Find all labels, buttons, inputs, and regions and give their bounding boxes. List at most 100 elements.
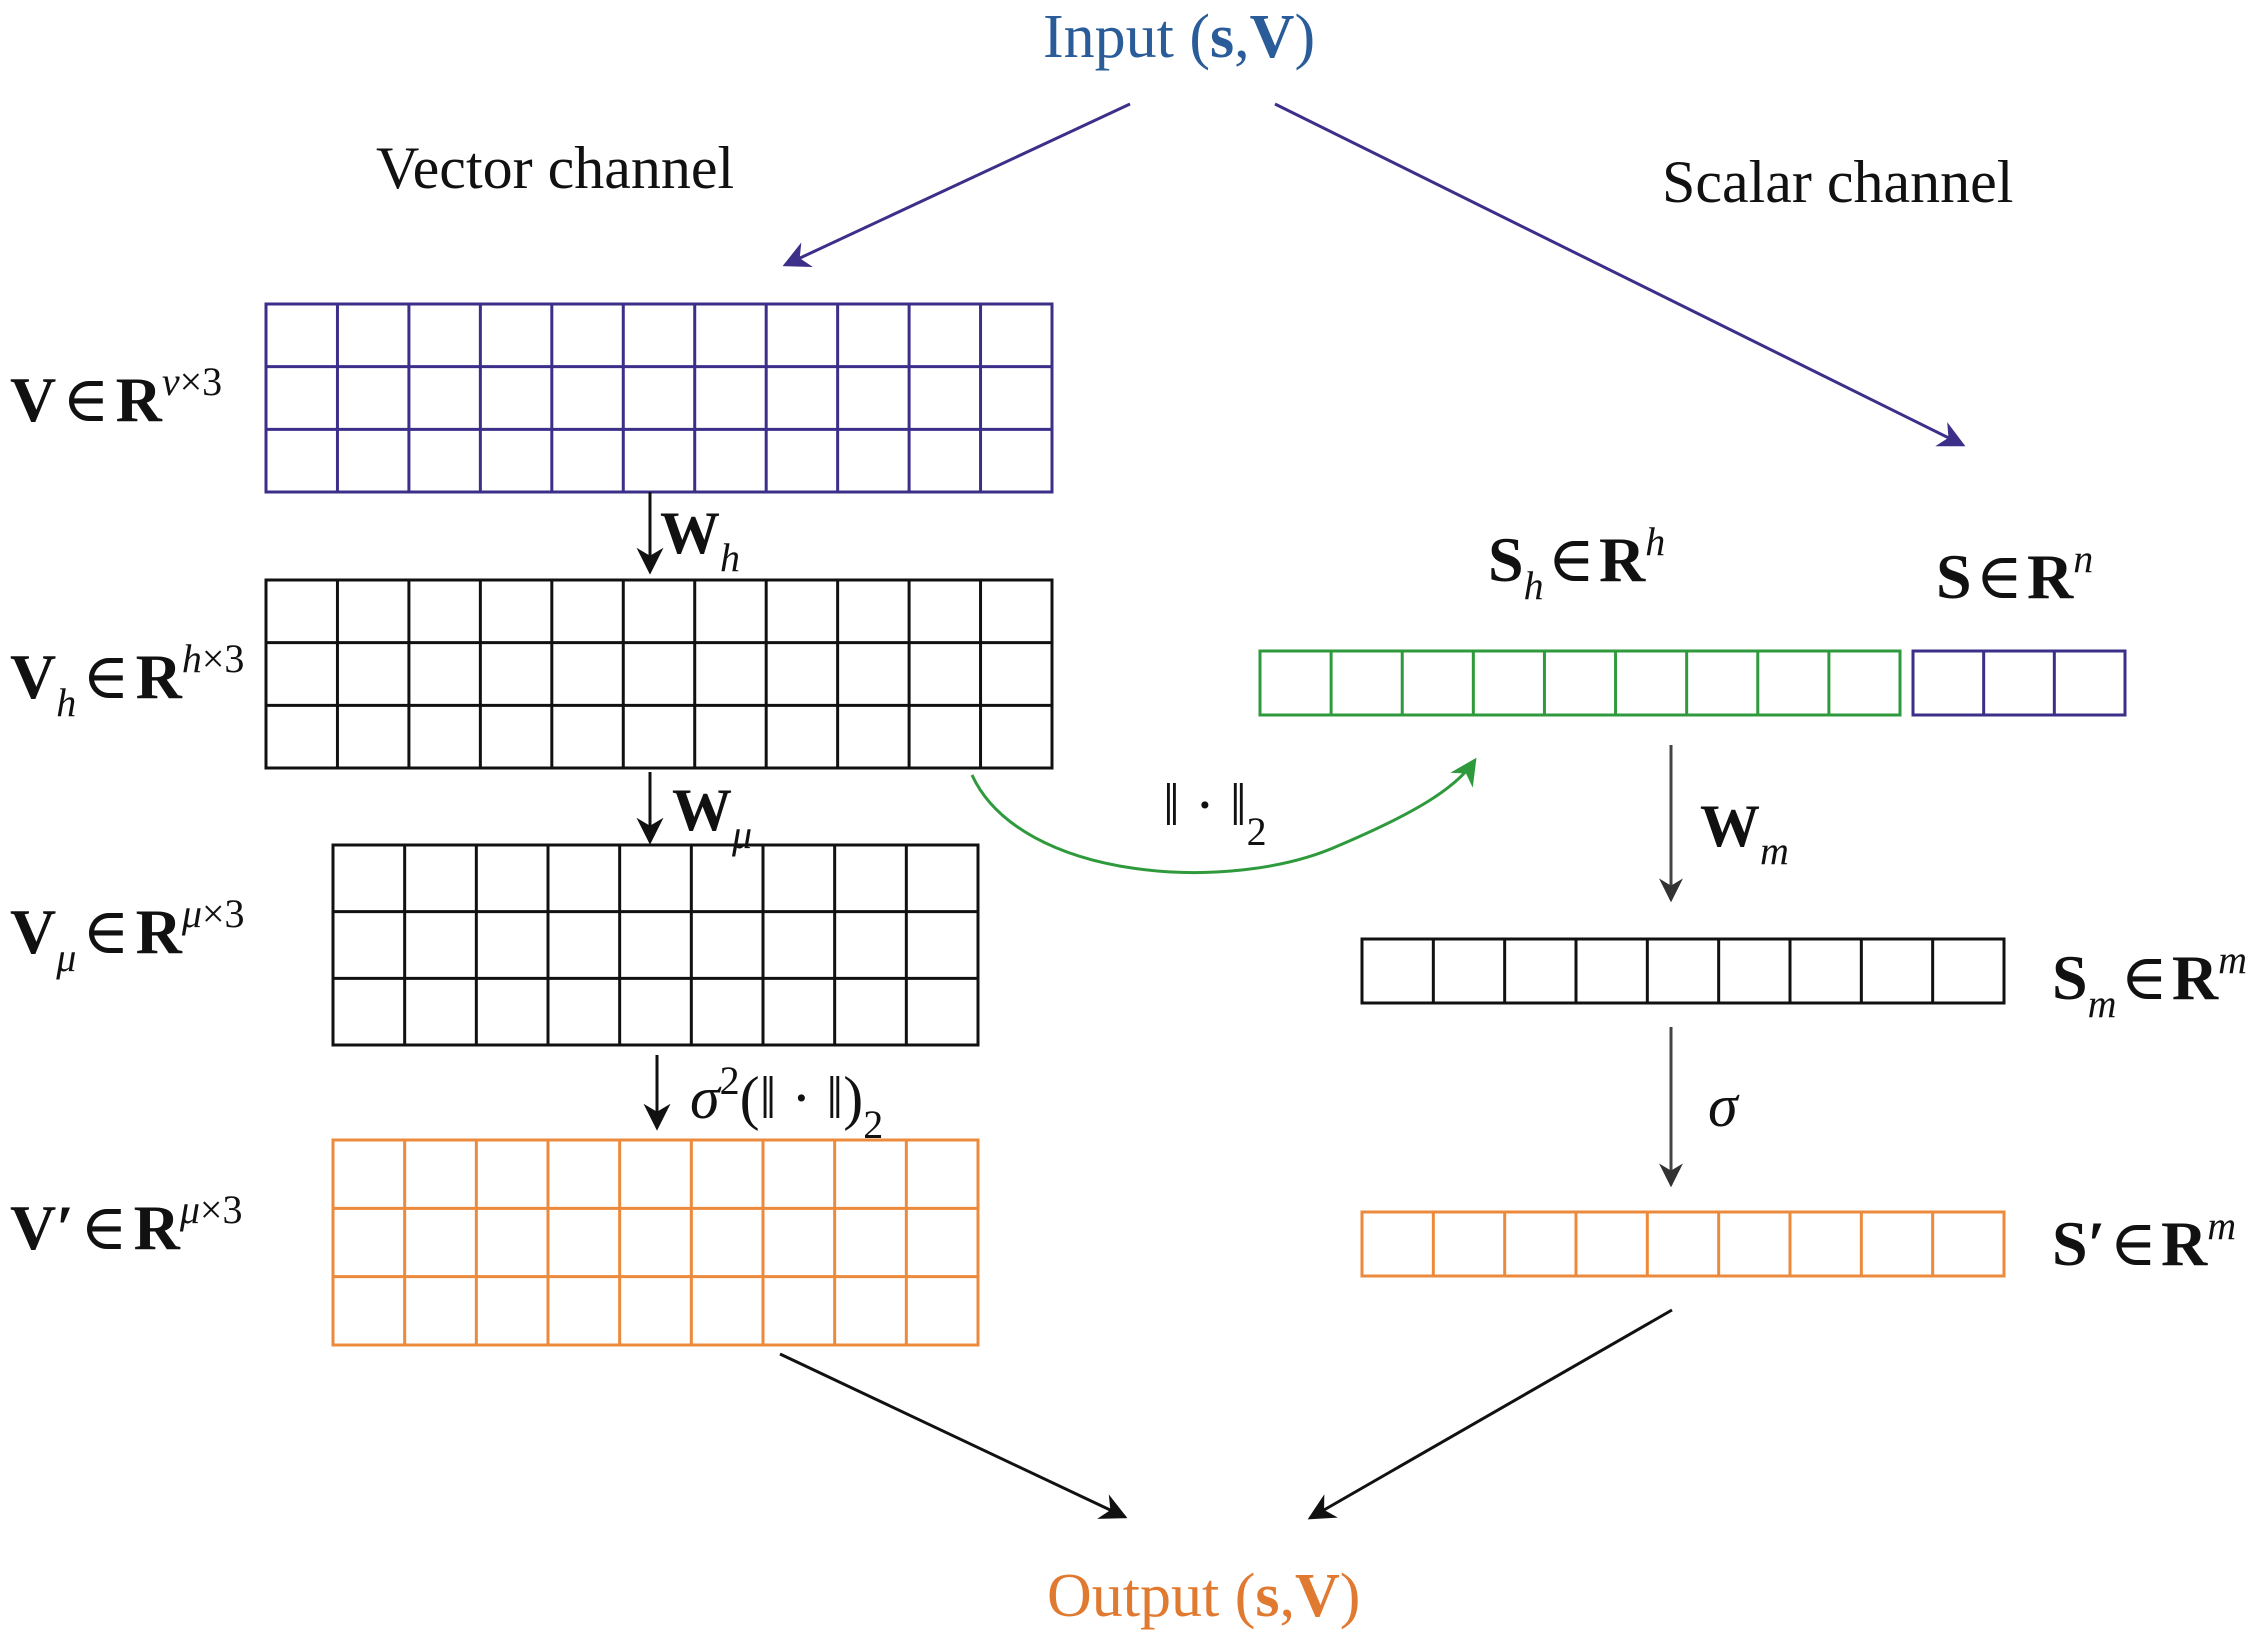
input-s: s xyxy=(1210,3,1235,71)
dim-var: v xyxy=(161,359,180,404)
label-V: V∈Rv×3 xyxy=(10,362,222,432)
W: W xyxy=(660,500,720,566)
label-Vmu: Vμ∈Rμ×3 xyxy=(10,894,245,978)
dim-rest: ×3 xyxy=(199,1187,243,1232)
grid-border xyxy=(331,1138,980,1347)
grid-border xyxy=(1258,649,1902,717)
prime: ′ xyxy=(56,1192,75,1263)
reals: R xyxy=(135,896,182,967)
vector-mu-grid xyxy=(331,843,980,1047)
label-S: S∈Rn xyxy=(1936,539,2093,609)
sup: 2 xyxy=(719,1058,740,1103)
dim-var: h xyxy=(181,636,202,681)
op-Wh: Wh xyxy=(660,500,740,578)
label-Sh: Sh∈Rh xyxy=(1488,522,1665,606)
in-symbol: ∈ xyxy=(2109,1208,2157,1279)
reals: R xyxy=(115,364,162,435)
sym: V xyxy=(10,896,57,967)
sub: 2 xyxy=(1246,809,1267,854)
in-symbol: ∈ xyxy=(82,641,130,712)
label-Sm: Sm∈Rm xyxy=(2052,940,2247,1024)
scalar-hidden-row xyxy=(1258,649,1902,717)
sub: m xyxy=(2087,981,2117,1026)
norm: ‖ · ‖ xyxy=(1163,772,1247,838)
dim-var: μ xyxy=(179,1187,200,1232)
in-symbol: ∈ xyxy=(62,364,110,435)
in-symbol: ∈ xyxy=(82,896,130,967)
reals: R xyxy=(2026,541,2074,612)
vector-output-grid xyxy=(331,1138,980,1347)
grid-border xyxy=(264,578,1054,770)
output-comma: , xyxy=(1279,1562,1296,1630)
sym: V xyxy=(10,364,57,435)
scalar-m-row xyxy=(1360,937,2006,1005)
sub: h xyxy=(56,680,77,725)
dim: μ×3 xyxy=(180,1187,243,1232)
arrow-scalar-to-output xyxy=(1307,1308,1673,1520)
sub: h xyxy=(720,535,740,580)
op-Wm: Wm xyxy=(1700,793,1789,871)
sym: V xyxy=(10,1192,57,1263)
arrow-vector-to-output xyxy=(779,1352,1128,1519)
W: W xyxy=(1700,793,1760,859)
in-symbol: ∈ xyxy=(1547,524,1595,595)
sub: μ xyxy=(732,812,753,857)
dim-var: n xyxy=(2073,536,2094,581)
in-symbol: ∈ xyxy=(1975,541,2023,612)
op-Wmu: Wμ xyxy=(672,777,752,855)
in-symbol: ∈ xyxy=(80,1192,128,1263)
output-s: s xyxy=(1255,1562,1280,1630)
reals: R xyxy=(2160,1208,2208,1279)
sigma: σ xyxy=(690,1065,720,1131)
grid-border xyxy=(331,843,980,1047)
norm: (‖ · ‖) xyxy=(739,1065,864,1131)
op-sigma: σ xyxy=(1708,1076,1738,1136)
sym: S xyxy=(2052,1208,2088,1279)
input-suffix: ) xyxy=(1294,3,1316,71)
input-text: Input ( xyxy=(1043,3,1211,71)
arrow-norm-curve xyxy=(970,757,1477,875)
output-label: Output (s,V) xyxy=(1047,1565,1360,1627)
W: W xyxy=(672,777,732,843)
input-label: Input (s,V) xyxy=(1043,6,1315,68)
vector-input-grid xyxy=(264,302,1054,494)
arrow-input-to-vector xyxy=(782,102,1131,267)
grid-border xyxy=(1360,937,2006,1005)
dim-rest: ×3 xyxy=(179,359,223,404)
prime: ′ xyxy=(2087,1208,2106,1279)
sub: m xyxy=(1760,828,1789,873)
label-Vh: Vh∈Rh×3 xyxy=(10,639,244,723)
vector-channel-heading: Vector channel xyxy=(376,135,735,201)
scalar-input-row xyxy=(1911,649,2127,717)
dim-rest: ×3 xyxy=(201,891,245,936)
label-Vprime: V′∈Rμ×3 xyxy=(10,1190,242,1260)
sym: S xyxy=(1488,524,1524,595)
grid-border xyxy=(1911,649,2127,717)
reals: R xyxy=(135,641,182,712)
output-V: V xyxy=(1295,1562,1340,1630)
vector-hidden-grid xyxy=(264,578,1054,770)
input-comma: , xyxy=(1234,3,1250,71)
arrow-input-to-scalar xyxy=(1274,102,1966,447)
sym: S xyxy=(1936,541,1972,612)
dim: μ×3 xyxy=(182,891,245,936)
dim-var: m xyxy=(2207,1203,2237,1248)
norm-label: ‖ · ‖2 xyxy=(1163,772,1267,852)
dim: h×3 xyxy=(182,636,245,681)
scalar-output-row xyxy=(1360,1210,2006,1278)
sub: 2 xyxy=(863,1102,884,1147)
sub: μ xyxy=(56,935,77,980)
dim-rest: ×3 xyxy=(201,636,245,681)
label-Sprime: S′∈Rm xyxy=(2052,1206,2236,1276)
sigma: σ xyxy=(1708,1073,1738,1139)
reals: R xyxy=(1598,524,1646,595)
scalar-channel-heading: Scalar channel xyxy=(1662,149,2014,215)
output-suffix: ) xyxy=(1339,1562,1361,1630)
input-V: V xyxy=(1249,3,1295,71)
output-text: Output ( xyxy=(1047,1562,1256,1630)
dim: v×3 xyxy=(162,359,222,404)
grid-border xyxy=(1360,1210,2006,1278)
reals: R xyxy=(2171,942,2219,1013)
dim-var: m xyxy=(2218,937,2247,982)
